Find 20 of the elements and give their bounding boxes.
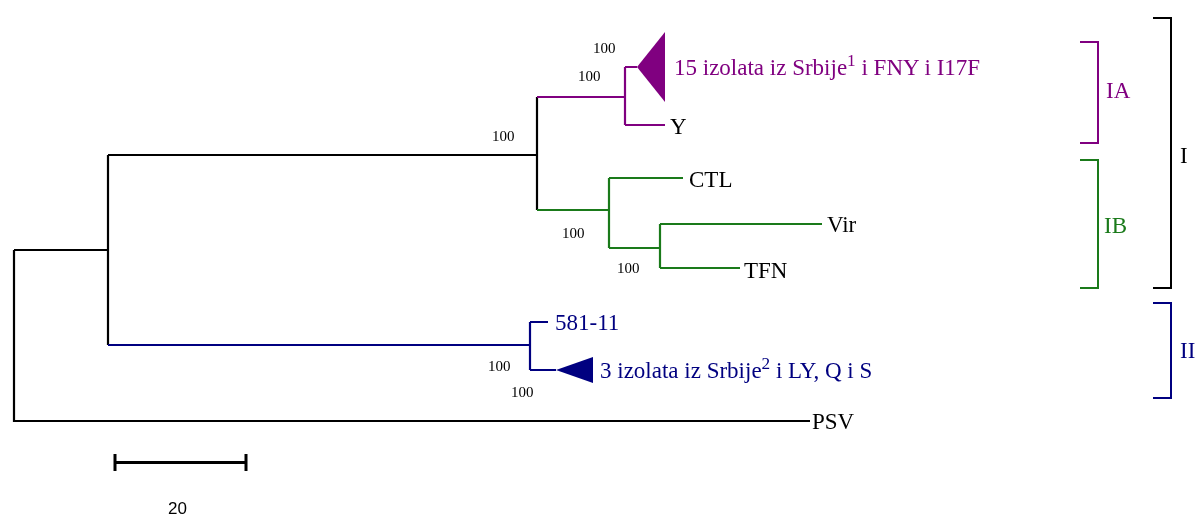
bootstrap-value: 100 [488, 358, 511, 374]
taxon-label: CTL [689, 167, 733, 191]
bootstrap-value: 100 [562, 225, 585, 241]
taxon-label: TFN [744, 258, 788, 282]
group-label: IA [1106, 78, 1131, 102]
clade-label: 15 izolata iz Srbije$^{1}$ i FNY i I17F [674, 55, 981, 79]
bootstrap-value: 100 [511, 384, 534, 400]
taxon-label: Vir [827, 212, 857, 236]
group-label: II [1180, 338, 1196, 362]
group-label: IB [1104, 213, 1127, 237]
group-label: I [1180, 143, 1188, 167]
clade-label: 3 izolata iz Srbije$^{2}$ i LY, Q i S [600, 358, 873, 382]
bootstrap-value: 100 [578, 68, 601, 84]
bootstrap-value: 100 [593, 40, 616, 56]
bootstrap-value: 100 [617, 260, 640, 276]
taxon-label: Y [670, 114, 687, 138]
scale-value: 20 [168, 499, 187, 517]
bootstrap-value: 100 [492, 128, 515, 144]
taxon-label: 581-11 [555, 310, 620, 334]
taxon-label: PSV [812, 409, 855, 433]
